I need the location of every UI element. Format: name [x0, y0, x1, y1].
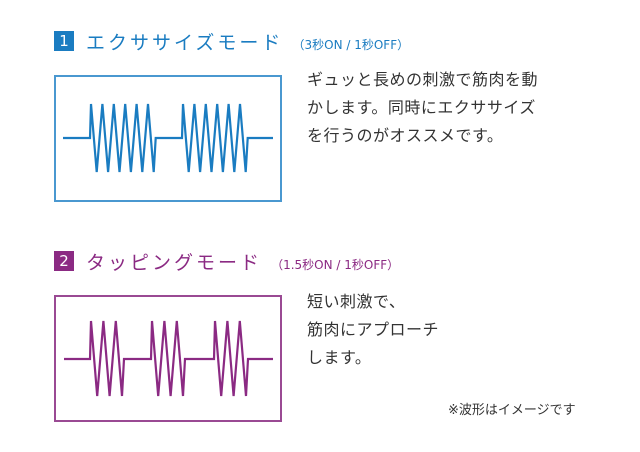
waveform-note: ※波形はイメージです	[448, 403, 576, 418]
desc-line: 筋肉にアプローチ	[307, 320, 440, 339]
desc-line: 短い刺激で、	[307, 292, 406, 311]
exercise-timing: （3秒ON / 1秒OFF）	[292, 38, 410, 52]
desc-line: します。	[307, 348, 372, 367]
exercise-waveform-box	[54, 75, 282, 202]
tapping-timing: （1.5秒ON / 1秒OFF）	[271, 258, 400, 272]
tapping-title-text: タッピングモード	[86, 252, 263, 274]
desc-line: を行うのがオススメです。	[307, 126, 504, 145]
tapping-description: 短い刺激で、 筋肉にアプローチ します。	[307, 288, 439, 372]
desc-line: ギュッと長めの刺激で筋肉を動	[307, 70, 539, 89]
section-number-2: 2	[54, 251, 74, 271]
desc-line: かします。同時にエクササイズ	[307, 98, 536, 117]
exercise-mode-title: エクササイズモード （3秒ON / 1秒OFF）	[86, 28, 409, 55]
exercise-title-text: エクササイズモード	[86, 32, 284, 54]
exercise-description: ギュッと長めの刺激で筋肉を動 かします。同時にエクササイズ を行うのがオススメで…	[307, 66, 538, 150]
tapping-waveform-box	[54, 295, 282, 422]
section-number-1: 1	[54, 31, 74, 51]
tapping-mode-title: タッピングモード （1.5秒ON / 1秒OFF）	[86, 248, 399, 275]
